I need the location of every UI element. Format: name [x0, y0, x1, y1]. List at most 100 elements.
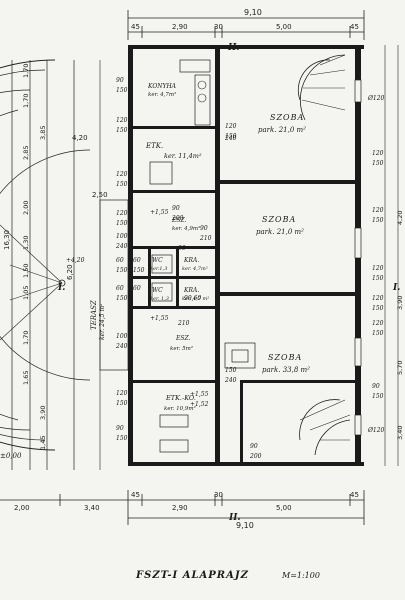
- opening-dimension-label: 200: [171, 215, 184, 222]
- left-dim: 1,05: [22, 286, 30, 300]
- top-dim-segment: 45: [350, 23, 359, 31]
- room-name: KRA.: [183, 287, 199, 294]
- opening-dimension-label: 120: [116, 210, 128, 217]
- room-name: SZOBA: [262, 215, 296, 224]
- top-dim-segment: 2,90: [172, 23, 188, 31]
- right-dim: 4,20: [396, 211, 404, 225]
- staircase-bottom: [299, 399, 351, 456]
- bottom-dim-segment: 45: [131, 491, 140, 499]
- left-dim: 1,70: [22, 64, 30, 78]
- bottom-dimension-chain: 2,00 3,40 45 2,90 30 5,00 45 9,10: [0, 490, 365, 530]
- bottom-dim-segment: 3,40: [84, 504, 100, 512]
- terrace-curved-steps: [0, 59, 91, 451]
- building-walls: [128, 45, 364, 466]
- right-dim: 3,40: [396, 426, 404, 440]
- terrace-outline: [99, 199, 129, 371]
- opening-dimension-label: 120: [225, 123, 237, 130]
- staircase-top: [297, 54, 346, 121]
- opening-dimension-label: 150: [116, 87, 128, 94]
- right-windows: [354, 79, 362, 436]
- opening-dimension-label: 240: [224, 377, 237, 384]
- left-inner-dim: 6,20: [66, 264, 74, 280]
- bottom-total-dimension: 9,10: [236, 521, 254, 530]
- room-name: SZOBA: [268, 353, 302, 362]
- left-dimension-chain: 16,30 1,70 1,70 2,85 2,00 1,30 1,50 1,05…: [3, 60, 108, 470]
- room-name: ESZ.: [175, 335, 191, 342]
- bottom-dim-segment: 30: [214, 491, 223, 499]
- bottom-dim-segment: 2,00: [14, 504, 30, 512]
- opening-dimension-label: 150: [116, 220, 128, 227]
- room-name: ETK.: [145, 142, 163, 150]
- opening-dimension-label: +1,55: [150, 315, 169, 322]
- room-name: ETK.-KO.: [165, 394, 196, 402]
- level-mark: ±0,00: [0, 452, 22, 460]
- opening-dimension-label: 90: [172, 205, 180, 212]
- room-area: ker. 4,7m²: [182, 266, 208, 272]
- room-area: park. 21,0 m²: [258, 126, 306, 134]
- opening-dimension-label: 90: [116, 77, 124, 84]
- bottom-dim-segment: 2,90: [172, 504, 188, 512]
- room-area: ker. 4,7 m²: [182, 296, 209, 302]
- room-name: WC: [152, 257, 163, 264]
- opening-dimension-label: 60: [133, 257, 141, 264]
- kitchen-fixtures: [149, 59, 256, 453]
- left-dim: 1,50: [22, 264, 30, 278]
- room-area: ker. 24,5 m²: [99, 303, 106, 340]
- left-inner-dim: 4,20: [72, 134, 88, 142]
- opening-dimension-label: 200: [249, 453, 262, 460]
- opening-dimension-label: +1,52: [190, 401, 209, 408]
- opening-dimension-label: Ø120: [367, 95, 385, 102]
- left-dim: 1,70: [22, 331, 30, 345]
- opening-dimension-label: 150: [116, 181, 128, 188]
- left-dim: 1,30: [22, 236, 30, 250]
- opening-dimension-label: +4,20: [66, 257, 85, 264]
- left-dim: 3,90: [39, 406, 47, 420]
- opening-dimension-label: 120: [372, 207, 384, 214]
- opening-dimension-label: 150: [116, 267, 128, 274]
- opening-dimension-label: 120: [372, 295, 384, 302]
- opening-dimension-label: 150: [116, 435, 128, 442]
- opening-dimensions: 90 150 120 150 120 150 120 150 100 240 60 150 60 150 1…: [66, 77, 385, 460]
- right-dim: 5,70: [396, 361, 404, 375]
- opening-dimension-label: 60: [116, 285, 124, 292]
- opening-dimension-label: 100: [116, 333, 128, 340]
- opening-dimension-label: 120: [116, 171, 128, 178]
- room-name: SZOBA: [270, 113, 304, 122]
- opening-dimension-label: 90: [116, 425, 124, 432]
- opening-dimension-label: 90,60: [184, 295, 201, 302]
- left-dim: 3,85: [39, 126, 47, 140]
- room-area: park. 21,0 m²: [256, 228, 304, 236]
- opening-dimension-label: +1,55: [190, 391, 209, 398]
- left-dim: 2,00: [22, 201, 30, 215]
- left-inner-dim: 2,50: [92, 191, 108, 199]
- opening-dimension-label: 60: [116, 257, 124, 264]
- right-dim: 3,90: [396, 296, 404, 310]
- opening-dimension-label: 150: [372, 275, 384, 282]
- top-dim-segment: 5,00: [276, 23, 292, 31]
- room-name: KONYHA: [147, 83, 177, 90]
- opening-dimension-label: 100: [116, 233, 128, 240]
- opening-dimension-label: 120: [372, 265, 384, 272]
- room-area: ker. 4,9m²: [172, 225, 200, 232]
- left-dim: 2,85: [22, 146, 30, 160]
- opening-dimension-label: 150: [372, 305, 384, 312]
- opening-dimension-label: 150: [372, 160, 384, 167]
- top-dim-segment: 30: [214, 23, 223, 31]
- opening-dimension-label: 90: [250, 443, 258, 450]
- opening-dimension-label: 90: [200, 225, 208, 232]
- opening-dimension-label: 120: [116, 390, 128, 397]
- room-name: KRA.: [183, 257, 199, 264]
- drawing-title: FSZT-I ALAPRAJZ: [135, 570, 249, 581]
- room-area: park. 33,8 m²: [262, 366, 310, 374]
- room-area: ker. 5m²: [170, 345, 193, 352]
- opening-dimension-label: 150: [225, 367, 237, 374]
- opening-dimension-label: 120: [116, 117, 128, 124]
- bottom-dim-segment: 5,00: [276, 504, 292, 512]
- top-dim-segment: 45: [131, 23, 140, 31]
- opening-dimension-label: 240: [115, 243, 128, 250]
- opening-dimension-label: 240: [115, 343, 128, 350]
- opening-dimension-label: 150: [372, 330, 384, 337]
- section-mark: I.: [57, 283, 65, 293]
- opening-dimension-label: 210: [177, 320, 190, 327]
